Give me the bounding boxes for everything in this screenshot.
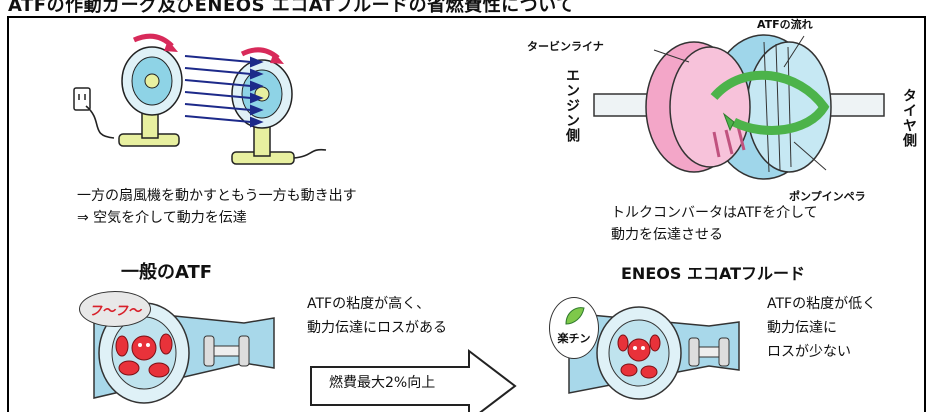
eneos-atf-desc-line1: ATFの粘度が低く: [767, 296, 877, 312]
page-title: ATFの作動ガーグ及びENEOS エコATフルードの省燃費性について: [8, 0, 575, 16]
general-atf-desc-line2: 動力伝達にロスがある: [307, 320, 447, 336]
eneos-atf-desc-line3: ロスが少ない: [767, 344, 851, 360]
general-atf-illustration: [93, 302, 275, 404]
general-atf-balloon-text: フ〜フ〜: [88, 303, 141, 319]
converter-caption-line2: 動力を伝達させる: [611, 227, 723, 243]
fan-caption-line1: 一方の扇風機を動かすともう一方も動き出す: [77, 188, 357, 204]
label-engine-side: エンジン側: [564, 68, 580, 143]
fan-caption-line2: ⇒ 空気を介して動力を伝達: [77, 210, 247, 226]
torque-converter-illustration: [593, 34, 885, 180]
general-atf-title: 一般のATF: [121, 262, 213, 283]
improvement-arrow: [310, 348, 517, 412]
diagram-frame: 一方の扇風機を動かすともう一方も動き出す ⇒ 空気を介して動力を伝達 タービンラ…: [7, 16, 926, 412]
fan-illustration: [73, 33, 327, 165]
improvement-arrow-label: 燃費最大2%向上: [329, 375, 436, 391]
airflow-arrows: [184, 55, 264, 128]
label-turbine-liner: タービンライナ: [527, 40, 604, 53]
eneos-atf-illustration: [568, 306, 740, 400]
converter-caption-line1: トルクコンバータはATFを介して: [611, 205, 818, 221]
leaf-icon: [565, 307, 585, 325]
eneos-atf-balloon: 楽チン: [549, 297, 599, 359]
general-atf-desc-line1: ATFの粘度が高く、: [307, 296, 431, 312]
eneos-atf-desc-line2: 動力伝達に: [767, 320, 837, 336]
eneos-atf-balloon-text: 楽チン: [557, 332, 591, 345]
label-tire-side: タイヤ側: [901, 88, 917, 148]
label-pump-impeller: ポンプインペラ: [789, 190, 866, 203]
eneos-atf-title: ENEOS エコATフルード: [621, 264, 806, 283]
label-atf-flow: ATFの流れ: [757, 18, 813, 31]
general-atf-balloon: フ〜フ〜: [79, 291, 151, 327]
